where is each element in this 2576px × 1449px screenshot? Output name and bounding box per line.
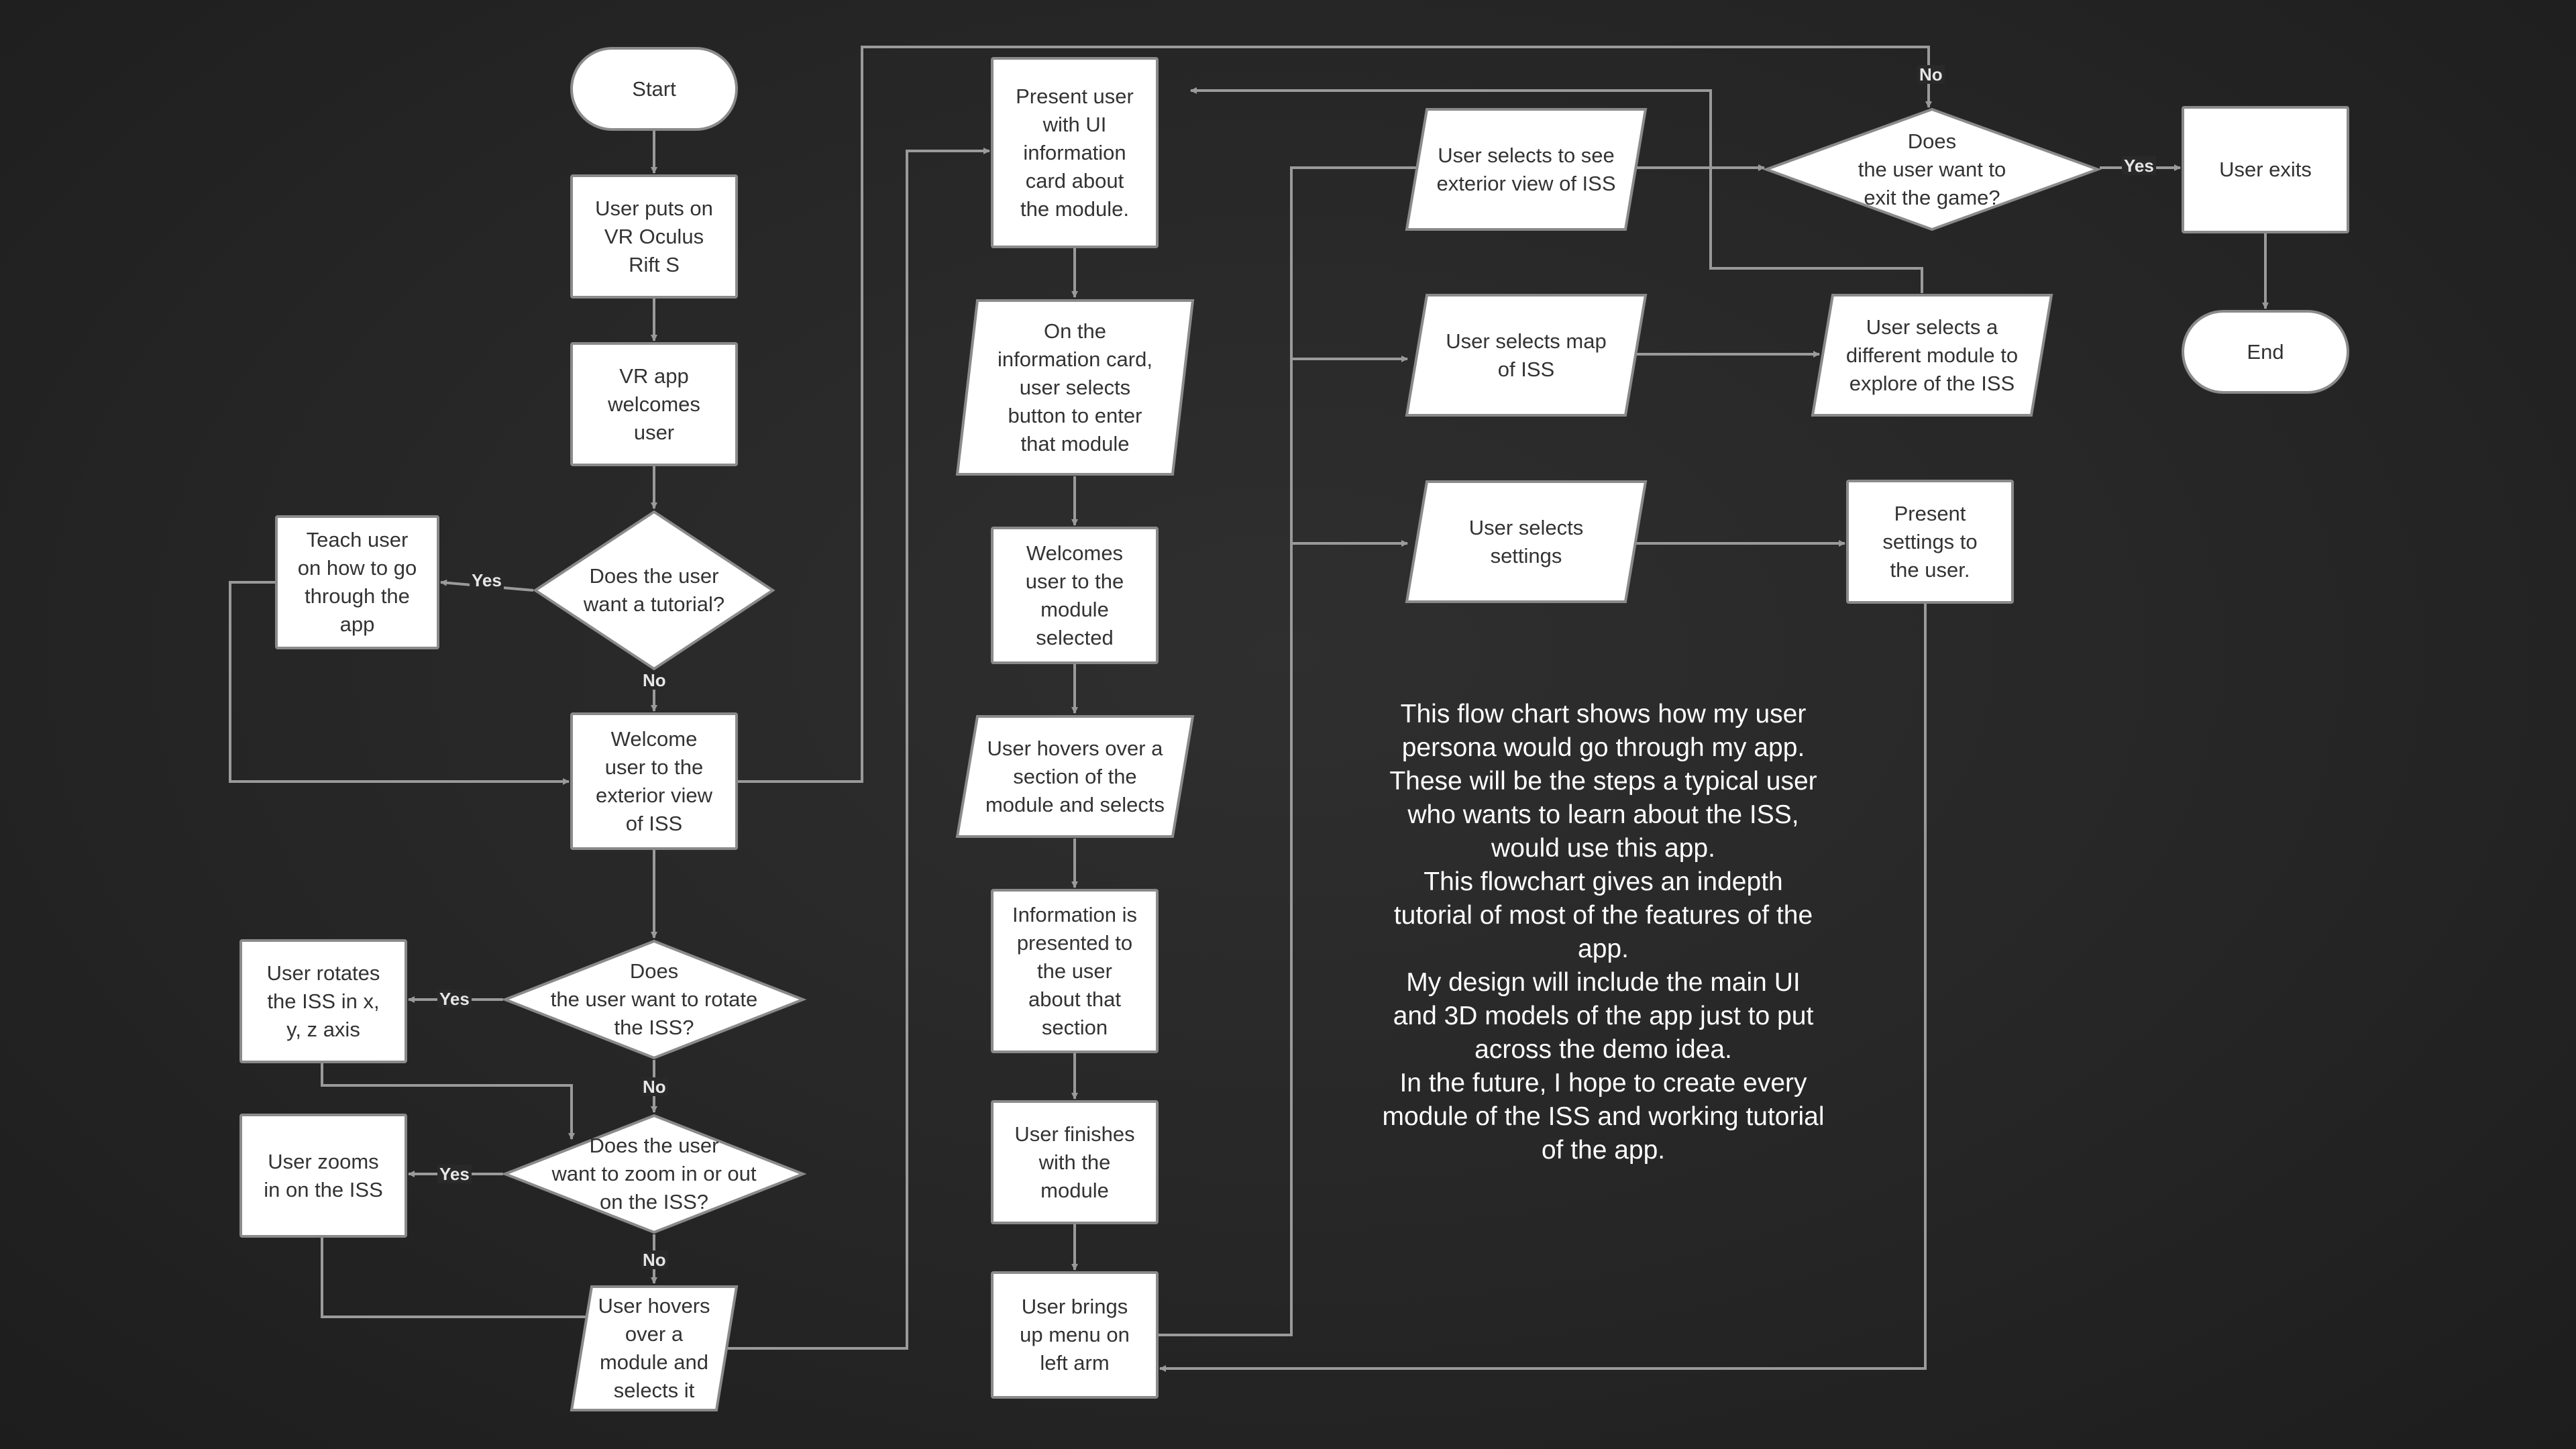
node-text: On the information card, user selects bu…	[998, 319, 1152, 455]
connector-arrow	[719, 148, 990, 1350]
node-hover-module: User hovers over a module and selects it	[570, 1285, 739, 1412]
node-zoom-q: Does the user want to zoom in or out on …	[501, 1114, 807, 1234]
node-card-select: On the information card, user selects bu…	[955, 299, 1195, 476]
node-sel-exterior: User selects to see exterior view of ISS	[1405, 107, 1648, 231]
node-text: End	[2247, 339, 2284, 364]
node-rotate: User rotates the ISS in x, y, z axis	[239, 939, 407, 1063]
node-welcome-module: Welcomes user to the module selected	[991, 527, 1159, 664]
node-text: Present user with UI information card ab…	[1016, 84, 1134, 221]
node-rotate-q: Does the user want to rotate the ISS?	[501, 939, 807, 1060]
diamond-shape	[501, 939, 807, 1060]
node-welcome-ext: Welcome user to the exterior view of ISS	[570, 712, 738, 850]
parallelogram-shape	[955, 715, 1195, 838]
node-text: User rotates the ISS in x, y, z axis	[266, 961, 380, 1041]
note-paragraph: My design will include the main UI and 3…	[1393, 968, 1814, 1064]
node-exit-q: Does the user want to exit the game?	[1762, 107, 2102, 231]
node-sel-map: User selects map of ISS	[1405, 293, 1648, 417]
node-present-settings: Present settings to the user.	[1846, 480, 2014, 604]
node-text: User puts on VR Oculus Rift S	[595, 196, 713, 276]
diamond-shape	[1762, 107, 2102, 231]
node-text: User brings up menu on left arm	[1020, 1295, 1130, 1375]
edge-label-exit-no: No	[1917, 65, 1945, 84]
node-text: User selects map of ISS	[1446, 329, 1607, 381]
node-text: Welcomes user to the module selected	[1025, 541, 1124, 649]
node-text: User hovers over a module and selects it	[598, 1294, 710, 1402]
node-text: Does the user want to zoom in or out on …	[551, 1134, 757, 1214]
note-paragraph: In the future, I hope to create every mo…	[1382, 1069, 1825, 1165]
node-text: User hovers over a section of the module…	[985, 736, 1165, 816]
parallelogram-shape	[1405, 108, 1648, 231]
connector-arrow	[1159, 164, 1423, 1336]
node-text: Does the user want to rotate the ISS?	[550, 959, 758, 1039]
connector-arrow	[229, 581, 570, 785]
node-tutorial-q: Does the user want a tutorial?	[533, 510, 775, 671]
parallelogram-shape	[955, 299, 1195, 476]
node-text: Start	[632, 76, 676, 101]
node-sel-settings: User selects settings	[1405, 480, 1648, 604]
node-text: User selects to see exterior view of ISS	[1436, 143, 1616, 195]
node-text: VR app welcomes user	[608, 364, 700, 444]
node-text: Information is presented to the user abo…	[1012, 902, 1138, 1039]
node-welcome-app: VR app welcomes user	[570, 342, 738, 466]
node-sel-diff: User selects a different module to explo…	[1811, 293, 2053, 417]
node-text: User zooms in on the ISS	[264, 1149, 383, 1201]
parallelogram-shape	[1811, 294, 2053, 417]
description-note: This flow chart shows how my user person…	[1382, 698, 1825, 1167]
edge-label-zoom-yes: Yes	[437, 1165, 472, 1183]
connector-arrow	[321, 1063, 575, 1140]
connector-arrow	[1190, 87, 1923, 293]
diamond-shape	[533, 510, 775, 671]
node-finish-module: User finishes with the module	[991, 1100, 1159, 1224]
node-text: User selects settings	[1468, 515, 1584, 568]
node-text: Present settings to the user.	[1882, 501, 1978, 582]
edge-label-exit-yes: Yes	[2122, 156, 2156, 175]
node-text: Does the user want a tutorial?	[583, 564, 725, 616]
edge-label-zoom-no: No	[641, 1250, 668, 1269]
node-text: User exits	[2219, 158, 2312, 181]
node-menu: User brings up menu on left arm	[991, 1271, 1159, 1399]
node-vr-on: User puts on VR Oculus Rift S	[570, 174, 738, 299]
edge-label-rotate-no: No	[641, 1077, 668, 1096]
node-text: Teach user on how to go through the app	[297, 528, 417, 636]
parallelogram-shape	[1405, 294, 1648, 417]
diamond-shape	[501, 1114, 807, 1234]
node-info-presented: Information is presented to the user abo…	[991, 889, 1159, 1053]
node-hover-section: User hovers over a section of the module…	[955, 714, 1195, 839]
edge-label-rotate-yes: Yes	[437, 989, 472, 1008]
node-exits: User exits	[2182, 106, 2349, 233]
note-paragraph: This flow chart shows how my user person…	[1389, 700, 1817, 863]
parallelogram-shape	[570, 1285, 739, 1411]
node-teach: Teach user on how to go through the app	[275, 515, 439, 649]
node-text: User finishes with the module	[1014, 1122, 1135, 1202]
node-text: Does the user want to exit the game?	[1858, 129, 2006, 209]
node-end: End	[2182, 310, 2349, 394]
connector-arrow	[1159, 604, 1927, 1372]
edge-label-tutorial-yes: Yes	[470, 571, 504, 590]
parallelogram-shape	[1405, 480, 1648, 603]
edge-label-tutorial-no: No	[641, 671, 668, 690]
node-zoom: User zooms in on the ISS	[239, 1114, 407, 1238]
node-present-card: Present user with UI information card ab…	[991, 57, 1159, 248]
note-paragraph: This flowchart gives an indepth tutorial…	[1393, 867, 1813, 963]
node-text: Welcome user to the exterior view of ISS	[596, 727, 712, 835]
node-text: User selects a different module to explo…	[1845, 315, 2019, 395]
connector-arrow	[321, 1238, 592, 1320]
node-start: Start	[570, 47, 738, 131]
